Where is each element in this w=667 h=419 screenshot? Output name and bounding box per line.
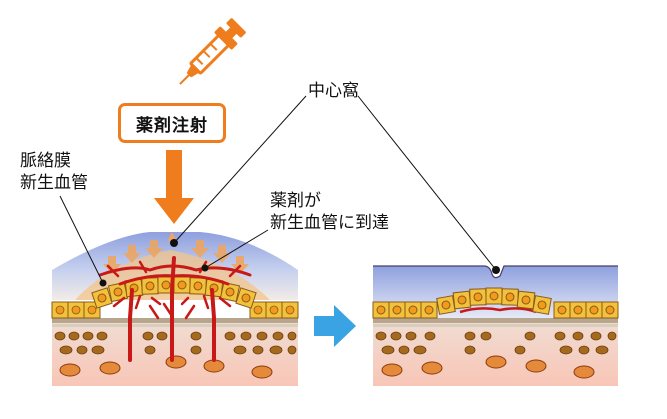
drug-injection-label: 薬剤注射 <box>136 115 208 136</box>
cnv-label-line2: 新生血管 <box>20 173 88 193</box>
syringe-icon <box>179 18 246 85</box>
drug-reach-label-line1: 薬剤が <box>270 191 321 211</box>
cnv-label-line1: 脈絡膜 <box>20 151 71 171</box>
fovea-label: 中心窩 <box>308 81 359 101</box>
rpe-cells-right <box>372 287 619 319</box>
neovascular-vessels <box>98 256 252 362</box>
right-arrow-icon <box>314 305 356 347</box>
regressed-vessels <box>459 307 537 314</box>
down-arrow-icon <box>154 150 194 224</box>
drug-reach-label-line2: 新生血管に到達 <box>270 213 389 233</box>
red-blood-cells-left <box>59 355 273 379</box>
red-blood-cells-right <box>381 355 595 379</box>
choroid-cells-right <box>375 331 617 355</box>
right-eye-section <box>372 265 619 386</box>
rpe-cells-raised <box>91 276 257 309</box>
left-eye-section <box>51 232 299 386</box>
drug-injection-label-box: 薬剤注射 <box>118 103 226 143</box>
rpe-cells-left-flat <box>51 301 299 319</box>
choroid-cells-left <box>54 331 297 355</box>
leader-lines <box>59 95 497 284</box>
